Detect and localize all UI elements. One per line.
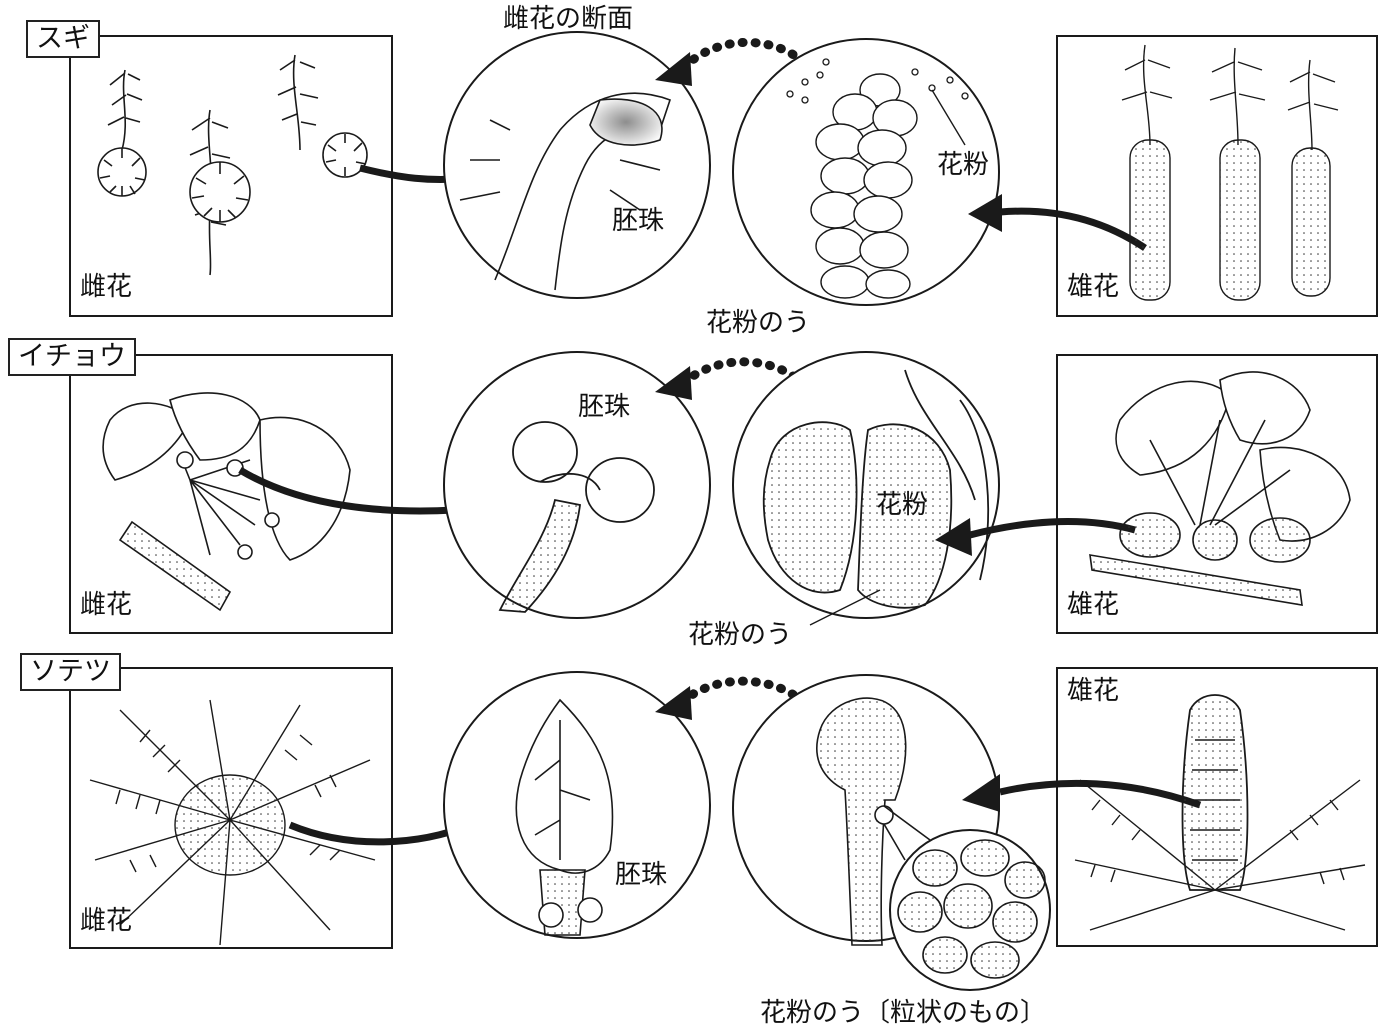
ichou-pollen-label: 花粉 xyxy=(876,490,928,520)
sotetsu-female-arrow xyxy=(290,825,470,842)
ichou-male-label: 雄花 xyxy=(1067,590,1119,620)
sotetsu-plant-tag: ソテツ xyxy=(20,653,121,691)
row-sugi xyxy=(70,32,1377,316)
sugi-section-title: 雌花の断面 xyxy=(503,4,633,34)
sotetsu-female-plant xyxy=(90,700,375,945)
ichou-plant-tag: イチョウ xyxy=(8,338,136,376)
row-ichou xyxy=(70,352,1377,633)
sugi-female-label: 雌花 xyxy=(80,272,132,302)
sotetsu-male-label: 雄花 xyxy=(1067,676,1119,706)
ichou-male-plant xyxy=(1090,372,1350,605)
ichou-ovule-label: 胚珠 xyxy=(578,392,630,422)
sugi-plant-tag: スギ xyxy=(26,20,100,58)
ichou-pollen-sac-label: 花粉のう xyxy=(688,620,792,650)
ichou-female-label: 雌花 xyxy=(80,590,132,620)
sugi-male-arrow xyxy=(1000,211,1145,248)
sotetsu-pollen-sac-label: 花粉のう〔粒状のもの〕 xyxy=(760,998,1046,1028)
sugi-male-branches xyxy=(1122,45,1338,300)
sugi-pollen-label: 花粉 xyxy=(937,150,989,180)
sotetsu-female-label: 雌花 xyxy=(80,906,132,936)
sugi-female-branches xyxy=(98,55,367,275)
sugi-male-label: 雄花 xyxy=(1067,272,1119,302)
sugi-ovule-label: 胚珠 xyxy=(612,206,664,236)
sotetsu-ovule-label: 胚珠 xyxy=(615,860,667,890)
row-sotetsu xyxy=(70,668,1377,990)
ichou-male-arrow xyxy=(970,522,1135,535)
sotetsu-male-plant xyxy=(1075,695,1365,930)
sotetsu-male-arrow xyxy=(1000,783,1200,805)
sugi-pollen-sac-label: 花粉のう xyxy=(706,308,810,338)
